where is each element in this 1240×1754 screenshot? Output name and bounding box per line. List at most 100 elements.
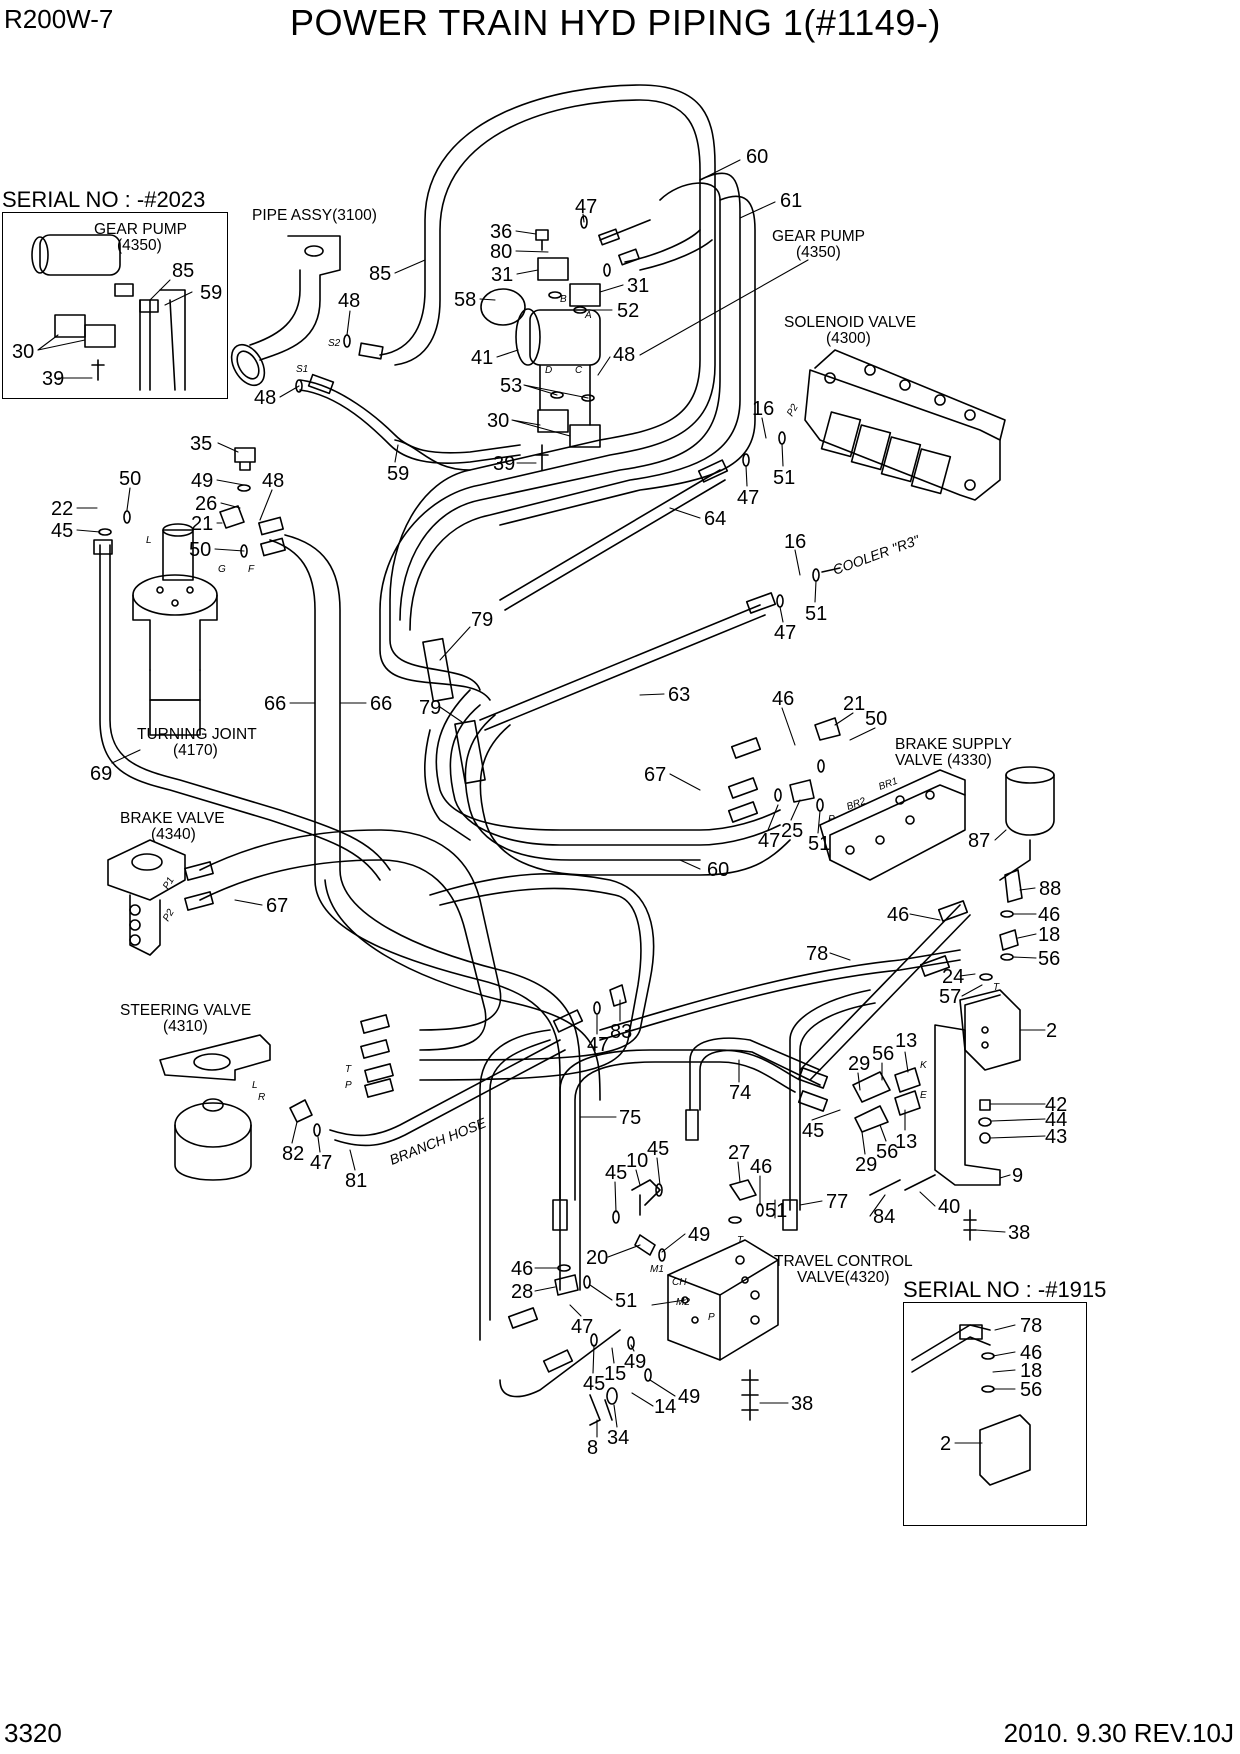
part-number-18: 18 — [1038, 924, 1060, 946]
steering-valve — [159, 1034, 271, 1181]
hose-67b — [199, 859, 487, 1051]
part-number-47: 47 — [758, 830, 780, 852]
part-number-77: 77 — [826, 1191, 848, 1213]
caption-serial1-gear-pump: GEAR PUMP — [94, 221, 187, 238]
part-number: 2 — [940, 1433, 951, 1455]
part-number-45: 45 — [51, 520, 73, 542]
hose-78 — [599, 949, 961, 1031]
part-number-48: 48 — [338, 290, 360, 312]
hose-bundle-steering-a — [419, 872, 655, 1061]
part-number: 85 — [172, 260, 194, 282]
serial-box-1 — [2, 212, 228, 399]
part-number-47: 47 — [310, 1152, 332, 1174]
port-label: P — [708, 1312, 715, 1323]
part-number-48: 48 — [613, 344, 635, 366]
hose-59 — [299, 379, 521, 454]
serial-box-1-pump — [31, 234, 186, 391]
part-number-66: 66 — [370, 693, 392, 715]
part-number-16: 16 — [752, 398, 774, 420]
hose-77 — [789, 989, 871, 1211]
part-number-51: 51 — [773, 467, 795, 489]
part-number-67: 67 — [266, 895, 288, 917]
caption-steering-valve: STEERING VALVE — [120, 1002, 251, 1019]
part-number-47: 47 — [571, 1316, 593, 1338]
part-number-39: 39 — [493, 453, 515, 475]
hose-81 — [329, 1039, 561, 1137]
part-number-10: 10 — [626, 1150, 648, 1172]
part-number-38: 38 — [1008, 1222, 1030, 1244]
port-label: P — [345, 1080, 352, 1091]
part-number-15: 15 — [604, 1363, 626, 1385]
part-number-49: 49 — [191, 470, 213, 492]
part-number-46: 46 — [1038, 904, 1060, 926]
hose-lower-loop — [499, 1329, 621, 1398]
hose-64-outline — [504, 479, 726, 611]
part-number-69: 69 — [90, 763, 112, 785]
clamp-79a — [422, 637, 454, 703]
serial-box-2-block — [979, 1414, 1031, 1486]
port-label: P2 — [785, 402, 801, 418]
part-number-63: 63 — [668, 684, 690, 706]
part-number-14: 14 — [654, 1396, 676, 1418]
serial-box-2-hose — [911, 1324, 991, 1361]
pipe-assy — [230, 235, 341, 387]
part-number-24: 24 — [942, 966, 964, 988]
caption-gear-pump-code: (4350) — [796, 244, 841, 261]
part-number-9: 9 — [1012, 1165, 1023, 1187]
part-number: 59 — [200, 282, 222, 304]
part-number-51: 51 — [615, 1290, 637, 1312]
part-number-81: 81 — [345, 1170, 367, 1192]
part-number-49: 49 — [688, 1224, 710, 1246]
annotation-branch-hose: BRANCH HOSE — [387, 1114, 489, 1168]
part-number-56: 56 — [872, 1043, 894, 1065]
hose-bundle-steering-b — [419, 887, 642, 1081]
part-number-43: 43 — [1045, 1126, 1067, 1148]
port-label: CH — [672, 1277, 687, 1288]
part-number-51: 51 — [808, 833, 830, 855]
port-label: G — [218, 564, 226, 575]
part-number-58: 58 — [454, 289, 476, 311]
hose-78-outline — [599, 959, 961, 1041]
part-number-75: 75 — [619, 1107, 641, 1129]
port-label: P2 — [161, 907, 177, 923]
part-number-47: 47 — [774, 622, 796, 644]
part-number-25: 25 — [781, 820, 803, 842]
hose-74-outline — [699, 1049, 821, 1111]
caption-serial1-gear-pump-code: (4350) — [117, 237, 162, 254]
hose-81-outline — [334, 1049, 566, 1147]
part-number-80: 80 — [490, 241, 512, 263]
port-label: M2 — [676, 1297, 690, 1308]
hose-lower-left — [489, 1039, 551, 1321]
page-title: POWER TRAIN HYD PIPING 1(#1149-) — [290, 2, 941, 43]
hose-66a — [269, 539, 561, 1291]
part-number-45: 45 — [583, 1373, 605, 1395]
port-label: S2 — [328, 338, 341, 349]
port-label: T — [993, 982, 1000, 993]
part-number-53: 53 — [500, 375, 522, 397]
port-label: S1 — [296, 364, 308, 375]
part-number-84: 84 — [873, 1206, 895, 1228]
part-number-44: 44 — [1045, 1109, 1067, 1131]
turning-joint — [132, 523, 218, 736]
part-number-46: 46 — [887, 904, 909, 926]
part-number-88: 88 — [1039, 878, 1061, 900]
part-number-50: 50 — [189, 539, 211, 561]
part-number-87: 87 — [968, 830, 990, 852]
port-label: B — [560, 294, 567, 305]
part-number-31: 31 — [491, 264, 513, 286]
part-number-48: 48 — [262, 470, 284, 492]
part-number-49: 49 — [624, 1351, 646, 1373]
part-number-29: 29 — [855, 1154, 877, 1176]
hose-77-outline — [799, 1002, 876, 1211]
part-number-82: 82 — [282, 1143, 304, 1165]
port-label: R — [258, 1092, 265, 1103]
part-number-20: 20 — [586, 1247, 608, 1269]
serial-box-1-label: SERIAL NO : -#2023 — [2, 187, 206, 212]
part-number-83: 83 — [610, 1021, 632, 1043]
part-number-36: 36 — [490, 221, 512, 243]
part-number-67: 67 — [644, 764, 666, 786]
part-number-22: 22 — [51, 498, 73, 520]
serial-box-2-hose-outline — [911, 1336, 991, 1373]
hose-75-outline — [574, 1061, 796, 1201]
